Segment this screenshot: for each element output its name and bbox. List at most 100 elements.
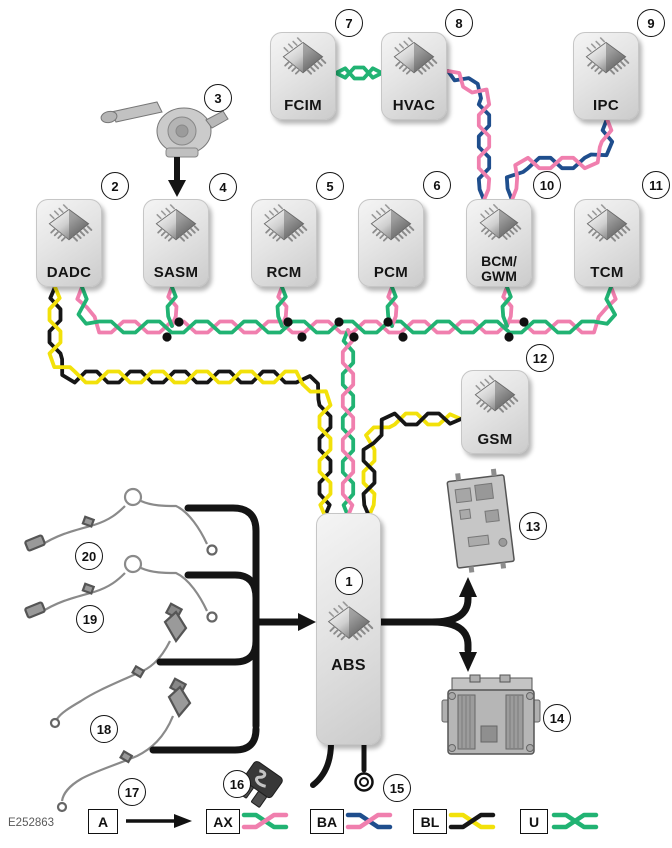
callout-4: 4 [209, 173, 237, 201]
legend-a-box: A [88, 809, 118, 834]
callout-10: 10 [533, 171, 561, 199]
module-label-ipc: IPC [593, 97, 619, 114]
callout-12: 12 [526, 344, 554, 372]
qfp-chip-icon [475, 204, 523, 245]
twisted-pair-wire [501, 285, 514, 328]
twisted-pair-wire [165, 285, 178, 328]
module-label-gsm: GSM [477, 431, 513, 448]
abs-fuse-wire [310, 740, 334, 788]
callout-6: 6 [423, 171, 451, 199]
wheel-speed-sensor-harness-19 [24, 554, 218, 623]
module-sasm: SASM [143, 199, 209, 287]
wire-junction-dot [398, 332, 408, 342]
module-label-rcm: RCM [266, 264, 302, 281]
twisted-pair-wire [361, 411, 463, 518]
abs-output-branch [377, 590, 472, 654]
ecu-module-art-14 [441, 674, 541, 755]
module-dadc: DADC [36, 199, 102, 287]
callout-8: 8 [445, 9, 473, 37]
switch-to-sasm-arrow [168, 157, 186, 197]
module-gsm: GSM [461, 370, 529, 454]
wire-junction-dot [519, 317, 529, 327]
legend-bl-box: BL [413, 809, 447, 834]
legend-wire [345, 812, 393, 830]
qfp-chip-icon [366, 204, 416, 247]
module-label-fcim: FCIM [284, 97, 322, 114]
twisted-pair-wire [76, 285, 617, 335]
module-pcm: PCM [358, 199, 424, 287]
twisted-pair-wire [446, 69, 492, 202]
callout-7: 7 [335, 9, 363, 37]
callout-3: 3 [204, 84, 232, 112]
module-fcim: FCIM [270, 32, 336, 120]
qfp-chip-icon [278, 37, 328, 80]
legend-wire [241, 812, 289, 830]
twisted-pair-wire [334, 65, 384, 80]
callout-19: 19 [76, 605, 104, 633]
callout-1: 1 [335, 567, 363, 595]
qfp-chip-icon [389, 37, 439, 80]
callout-2: 2 [101, 172, 129, 200]
twisted-pair-wire [361, 411, 463, 518]
wheel-speed-sensor-harness-18 [49, 602, 188, 729]
arrow-to-item-14 [459, 652, 477, 672]
wire-junction-dot [174, 317, 184, 327]
legend-u-twisted-pair-symbol [551, 812, 599, 830]
qfp-chip-icon [259, 204, 309, 247]
legend-bl-twisted-pair-symbol [448, 812, 496, 830]
module-rcm: RCM [251, 199, 317, 287]
abs-harness-trunk [149, 504, 305, 754]
callout-5: 5 [316, 172, 344, 200]
twisted-pair-wire [275, 285, 288, 328]
callout-18: 18 [90, 715, 118, 743]
arrow-to-item-13 [459, 577, 477, 597]
module-hvac: HVAC [381, 32, 447, 120]
wire-junction-dot [297, 332, 307, 342]
twisted-pair-wire [510, 117, 614, 202]
pcb-module-art-13 [446, 468, 515, 573]
callout-11: 11 [642, 171, 670, 199]
module-label-bcm-line2: GWM [481, 268, 517, 284]
steering-column-switch-art [100, 101, 229, 158]
callout-13: 13 [519, 512, 547, 540]
figure-code: E252863 [8, 817, 55, 829]
module-label-bcm-line1: BCM/ [481, 253, 517, 269]
twisted-pair-wire [386, 285, 399, 328]
callout-16: 16 [223, 770, 251, 798]
legend-ax-box: AX [206, 809, 240, 834]
wire-junction-dot [162, 332, 172, 342]
module-ipc: IPC [573, 32, 639, 120]
twisted-pair-wire [500, 285, 513, 328]
module-abs: 1 ABS [316, 513, 381, 745]
callout-17: 17 [118, 778, 146, 806]
twisted-pair-wire [446, 69, 492, 202]
qfp-chip-icon [151, 204, 201, 247]
wheel-speed-sensor-harness-20 [24, 487, 218, 556]
qfp-chip-icon [323, 601, 375, 646]
wire-junction-dot [504, 332, 514, 342]
twisted-pair-wire [504, 117, 615, 202]
module-label-tcm: TCM [590, 264, 624, 281]
twisted-pair-wire [340, 328, 356, 518]
legend-u-box: U [520, 809, 548, 834]
wheel-speed-sensor-harness-17 [56, 677, 192, 813]
legend-ba-twisted-pair-symbol [345, 812, 393, 830]
module-tcm: TCM [574, 199, 640, 287]
twisted-pair-wire [75, 285, 618, 335]
module-bcm-gwm: BCM/ GWM [466, 199, 532, 287]
qfp-chip-icon [582, 204, 632, 247]
wire-junction-dot [334, 317, 344, 327]
twisted-pair-wire [47, 285, 333, 518]
callout-20: 20 [75, 542, 103, 570]
wire-junction-dot [283, 317, 293, 327]
callout-9: 9 [637, 9, 665, 37]
module-label-sasm: SASM [153, 264, 199, 281]
legend-ba-box: BA [310, 809, 344, 834]
legend-ax-twisted-pair-symbol [241, 812, 289, 830]
module-label-hvac: HVAC [392, 97, 436, 114]
callout-14: 14 [543, 704, 571, 732]
qfp-chip-icon [581, 37, 631, 80]
twisted-pair-wire [340, 328, 356, 518]
